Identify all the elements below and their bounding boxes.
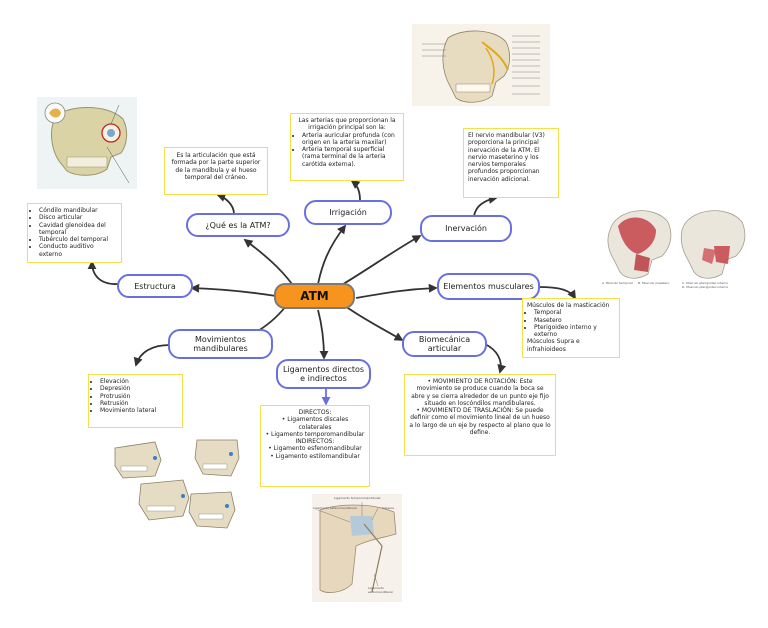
note-estructura: Cóndilo mandibular Disco articular Cavid… bbox=[27, 203, 122, 263]
note-lig-directos-heading: DIRECTOS: bbox=[298, 409, 332, 416]
note-inervacion: El nervio mandibular (V3) proporciona la… bbox=[463, 128, 559, 198]
ligament-label-left: Ligamento esfenomandibular bbox=[313, 506, 358, 510]
muscle-label-a: A. Músculo temporal bbox=[602, 281, 633, 285]
branch-que-es-atm[interactable]: ¿Qué es la ATM? bbox=[186, 213, 290, 237]
branch-inervacion[interactable]: Inervación bbox=[420, 215, 512, 242]
link-biomecanica bbox=[344, 305, 404, 341]
link-que-es bbox=[243, 238, 293, 285]
note-musculos-item: Temporal bbox=[534, 309, 615, 316]
note-lig-item: • Ligamento esfenomandibular bbox=[268, 445, 362, 453]
note-ligamentos: DIRECTOS: • Ligamentos discales colatera… bbox=[260, 405, 370, 487]
muscle-label-b: B. Músculo masetero bbox=[638, 281, 670, 285]
link-estructura-note bbox=[87, 260, 119, 285]
branch-elementos-musculares[interactable]: Elementos musculares bbox=[437, 273, 540, 300]
note-lig-item: • Ligamento temporomandibular bbox=[265, 430, 365, 438]
note-movimientos: Elevación Depresión Protrusión Retrusión… bbox=[88, 374, 183, 428]
link-que-es-note bbox=[216, 193, 235, 215]
note-musculos: Músculos de la masticación Temporal Mase… bbox=[522, 298, 620, 358]
note-estructura-item: Cóndilo mandibular bbox=[39, 207, 117, 214]
link-inervacion bbox=[339, 235, 422, 287]
muscle-label-d: D. Músculo pterigoideo interno bbox=[682, 285, 729, 289]
note-movimientos-item: Elevación bbox=[100, 378, 178, 385]
link-irrigacion-note bbox=[350, 179, 361, 201]
link-irrigacion bbox=[317, 224, 347, 285]
note-musculos-item: Masetero bbox=[534, 317, 615, 324]
note-musculos-item: Pterigoideo interno y externo bbox=[534, 324, 615, 339]
note-irrigacion-item: Arteria auricular profunda (con origen e… bbox=[302, 132, 399, 147]
note-biomecanica-rotacion: • MOVIMIENTO DE ROTACIÓN: Este movimient… bbox=[411, 378, 549, 407]
link-elementos-note bbox=[537, 286, 576, 300]
note-irrigacion: Las arterias que proporcionan la irrigac… bbox=[290, 113, 404, 181]
note-movimientos-item: Movimiento lateral bbox=[100, 407, 178, 414]
note-estructura-item: Conducto auditivo externo bbox=[39, 243, 117, 258]
note-movimientos-item: Depresión bbox=[100, 385, 178, 392]
note-lig-indirectos-heading: INDIRECTOS: bbox=[295, 438, 335, 446]
link-ligamentos bbox=[317, 309, 329, 360]
note-estructura-item: Cavidad glenoidea del temporal bbox=[39, 222, 117, 237]
note-movimientos-item: Retrusión bbox=[100, 400, 178, 407]
link-movimientos-note bbox=[133, 344, 171, 367]
note-que-es-text: Es la articulación que está formada por … bbox=[171, 152, 261, 181]
note-estructura-item: Tubérculo del temporal bbox=[39, 236, 117, 243]
tmj-structure-illustration bbox=[37, 97, 137, 189]
muscle-label-c: C. Músculo pterigoideo interno bbox=[682, 281, 729, 285]
note-estructura-item: Disco articular bbox=[39, 214, 117, 221]
ligament-label-top: Ligamento temporomandibular bbox=[334, 496, 381, 500]
ligament-label-right: Cápsula bbox=[382, 506, 394, 510]
center-node-atm[interactable]: ATM bbox=[274, 283, 355, 309]
branch-movimientos-mandibulares[interactable]: Movimientos mandibulares bbox=[168, 329, 273, 359]
note-lig-item: • Ligamento estilomandibular bbox=[270, 452, 360, 460]
note-biomecanica: • MOVIMIENTO DE ROTACIÓN: Este movimient… bbox=[404, 374, 556, 456]
mandibular-movements-illustration bbox=[111, 436, 244, 532]
tmj-innervation-illustration bbox=[412, 24, 550, 106]
branch-irrigacion[interactable]: Irrigación bbox=[304, 200, 392, 225]
note-inervacion-text: El nervio mandibular (V3) proporciona la… bbox=[468, 132, 545, 183]
branch-estructura[interactable]: Estructura bbox=[117, 274, 193, 298]
note-lig-item: • Ligamentos discales colaterales bbox=[281, 416, 349, 431]
link-inervacion-note bbox=[473, 195, 498, 217]
branch-ligamentos[interactable]: Ligamentos directos e indirectos bbox=[276, 359, 371, 389]
note-biomecanica-traslacion: • MOVIMIENTO DE TRASLACIÓN: Se puede def… bbox=[409, 407, 551, 437]
note-movimientos-item: Protrusión bbox=[100, 393, 178, 400]
link-biomecanica-note bbox=[484, 343, 507, 374]
note-irrigacion-intro: Las arterias que proporcionan la irrigac… bbox=[298, 117, 396, 132]
link-elementos bbox=[355, 283, 438, 299]
branch-biomecanica-articular[interactable]: Biomecánica articular bbox=[402, 331, 487, 357]
note-musculos-extra: Músculos Supra e infrahioideos bbox=[527, 338, 580, 353]
ligaments-illustration: Ligamento temporomandibular Ligamento es… bbox=[312, 494, 402, 602]
masticatory-muscles-illustration: A. Músculo temporal B. Músculo masetero … bbox=[596, 200, 756, 290]
ligament-label-bottom: Ligamento estilomandibular bbox=[368, 586, 394, 594]
note-irrigacion-item: Arteria temporal superficial (rama termi… bbox=[302, 146, 399, 168]
note-musculos-title: Músculos de la masticación bbox=[527, 302, 610, 309]
note-que-es: Es la articulación que está formada por … bbox=[164, 147, 268, 195]
link-estructura bbox=[190, 283, 277, 297]
